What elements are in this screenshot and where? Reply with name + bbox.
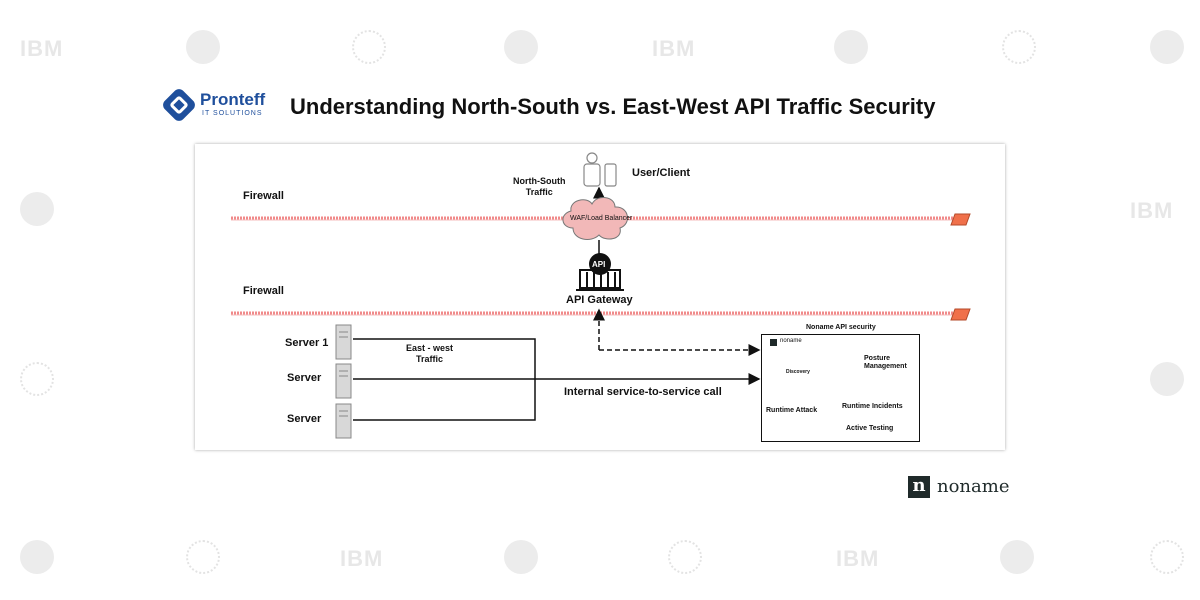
runtime-attack-label: Runtime Attack (766, 407, 818, 414)
north-south-label: North-South Traffic (513, 176, 566, 197)
noname-title: Noname API security (806, 324, 876, 331)
east-west-label: East - west Traffic (406, 343, 454, 364)
noname-small-brand: noname (780, 338, 802, 344)
globe-watermark-icon (352, 30, 386, 64)
globe-watermark-icon (668, 540, 702, 574)
api-badge-label: API (592, 260, 606, 269)
ibm-watermark: IBM (1130, 198, 1174, 223)
firewall-end-icon (950, 213, 971, 226)
ibm-watermark: IBM (340, 546, 384, 571)
api-gateway-icon (576, 253, 624, 291)
firewall-end-icon (950, 308, 971, 321)
runtime-incidents-label: Runtime Incidents (842, 403, 903, 410)
ibm-watermark: IBM (20, 36, 64, 61)
brand-logo: Pronteff IT SOLUTIONS (162, 88, 272, 124)
watermark-circle-icon (834, 30, 868, 64)
server-icon (335, 324, 352, 360)
server-icon (335, 403, 352, 439)
globe-watermark-icon (186, 540, 220, 574)
watermark-circle-icon (504, 540, 538, 574)
globe-watermark-icon (1002, 30, 1036, 64)
page-title: Understanding North-South vs. East-West … (290, 94, 936, 119)
watermark-circle-icon (504, 30, 538, 64)
watermark-circle-icon (1150, 30, 1184, 64)
user-client-icon (583, 152, 617, 187)
firewall-label-top: Firewall (243, 190, 284, 202)
active-testing-label: Active Testing (846, 425, 894, 432)
noname-security-box: noname Discovery Posture Management Runt… (761, 334, 920, 442)
api-gateway-label: API Gateway (566, 294, 633, 306)
firewall-label-bottom: Firewall (243, 285, 284, 297)
posture-label: Posture Management (864, 355, 907, 370)
ibm-watermark: IBM (836, 546, 880, 571)
server3-label: Server (287, 413, 322, 425)
diagram-panel: Firewall Firewall North-South Traffic Us… (195, 144, 1005, 450)
server-icon (335, 363, 352, 399)
noname-small-logo-icon (770, 339, 777, 346)
discovery-label: Discovery (786, 369, 810, 375)
watermark-circle-icon (1000, 540, 1034, 574)
firewall-line-bottom (231, 308, 971, 321)
brand-name: Pronteff (200, 90, 266, 109)
watermark-circle-icon (20, 540, 54, 574)
watermark-circle-icon (1150, 362, 1184, 396)
watermark-circle-icon (186, 30, 220, 64)
noname-brand-text: noname (937, 476, 1010, 497)
server1-label: Server 1 (285, 337, 329, 349)
brand-subtitle: IT SOLUTIONS (202, 110, 263, 117)
globe-watermark-icon (1150, 540, 1184, 574)
watermark-circle-icon (20, 192, 54, 226)
waf-label: WAF/Load Balancer (570, 215, 633, 222)
waf-cloud-icon (562, 197, 628, 240)
noname-logo-icon: n (908, 476, 930, 498)
pronteff-logo-icon (163, 89, 195, 121)
globe-watermark-icon (20, 362, 54, 396)
internal-call-label: Internal service-to-service call (564, 386, 722, 398)
server2-label: Server (287, 372, 322, 384)
ibm-watermark: IBM (652, 36, 696, 61)
user-client-label: User/Client (632, 167, 691, 179)
